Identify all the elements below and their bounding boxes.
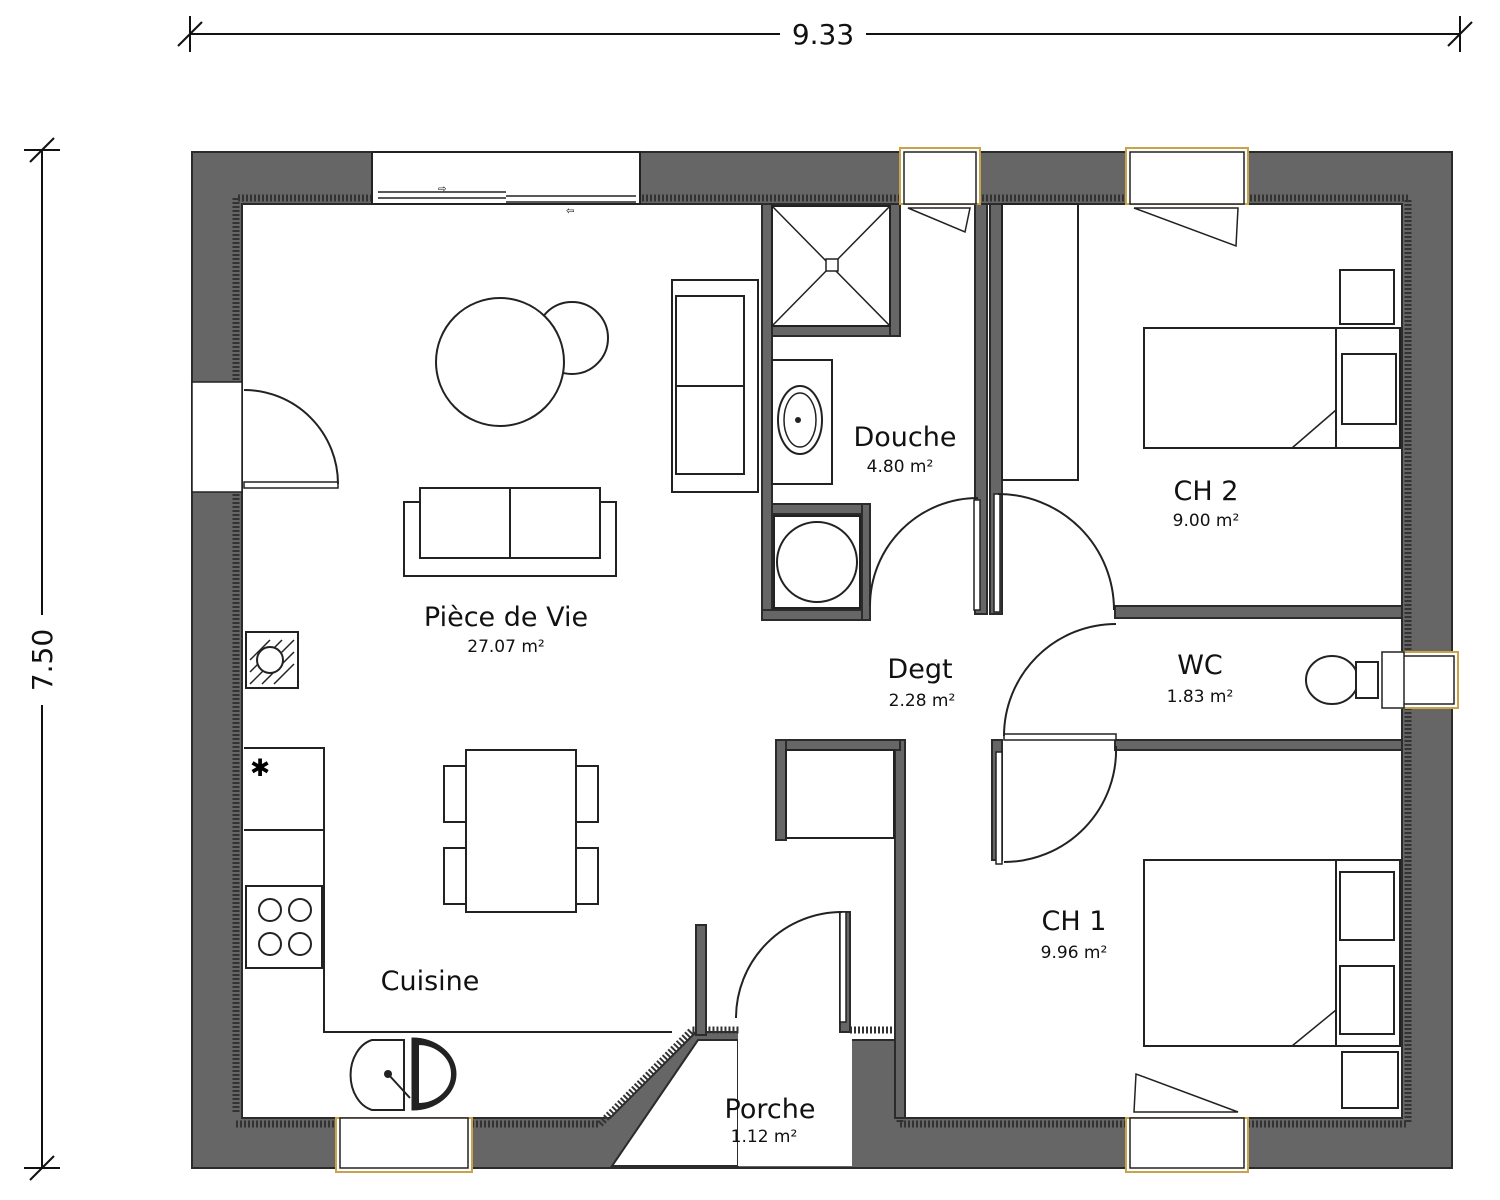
width-dimension: 9.33 <box>177 16 1473 52</box>
sofa-horizontal <box>403 487 617 577</box>
arrow-right-icon: ⇨ <box>438 184 446 195</box>
room-label-porche: Porche 1.12 m² <box>725 1094 816 1147</box>
sofa-vertical <box>671 279 759 493</box>
furniture: ✱ <box>244 205 1401 1111</box>
room-label-ch2: CH 2 9.00 m² <box>1173 476 1240 531</box>
round-table <box>435 297 565 427</box>
svg-text:Cuisine: Cuisine <box>381 966 480 997</box>
kitchen-sink <box>349 1037 457 1111</box>
svg-text:CH 2: CH 2 <box>1174 476 1239 507</box>
bed-ch2 <box>1143 269 1401 449</box>
svg-text:Pièce de Vie: Pièce de Vie <box>424 602 588 633</box>
svg-text:1.12 m²: 1.12 m² <box>731 1127 798 1147</box>
svg-text:4.80 m²: 4.80 m² <box>867 457 934 477</box>
svg-text:Degt: Degt <box>887 654 952 685</box>
svg-text:2.28 m²: 2.28 m² <box>889 691 956 711</box>
svg-text:Douche: Douche <box>854 422 957 453</box>
washbasin <box>771 359 833 485</box>
arrow-left-icon: ⇦ <box>566 206 574 217</box>
room-label-ch1: CH 1 9.96 m² <box>1041 906 1108 963</box>
svg-text:9.00 m²: 9.00 m² <box>1173 511 1240 531</box>
bed-ch1 <box>1143 859 1401 1109</box>
kitchen-counter: ✱ <box>244 747 672 1033</box>
svg-text:27.07 m²: 27.07 m² <box>467 637 544 657</box>
height-dimension: 7.50 <box>24 137 60 1181</box>
room-label-douche: Douche 4.80 m² <box>854 422 957 477</box>
svg-text:WC: WC <box>1177 650 1223 681</box>
dining-table <box>443 749 599 913</box>
svg-text:1.83 m²: 1.83 m² <box>1167 687 1234 707</box>
shower-tray <box>771 205 891 327</box>
width-dimension-label: 9.33 <box>792 18 854 51</box>
washing-machine <box>773 515 861 609</box>
svg-text:CH 1: CH 1 <box>1042 906 1107 937</box>
room-label-cuisine: Cuisine <box>381 966 480 997</box>
room-label-degt: Degt 2.28 m² <box>887 654 955 711</box>
svg-text:Porche: Porche <box>725 1094 816 1125</box>
cooktop <box>245 885 323 969</box>
height-dimension-label: 7.50 <box>26 629 59 691</box>
windows: ⇨ ⇦ <box>191 147 1459 1173</box>
room-labels: Pièce de Vie 27.07 m² Douche 4.80 m² CH … <box>381 422 1240 1147</box>
doors <box>735 493 1118 1023</box>
stove-hatched <box>245 631 299 689</box>
room-label-piece-de-vie: Pièce de Vie 27.07 m² <box>424 602 588 657</box>
toilet <box>1305 655 1379 705</box>
room-label-wc: WC 1.83 m² <box>1167 650 1234 707</box>
fridge-icon: ✱ <box>250 754 270 782</box>
svg-text:9.96 m²: 9.96 m² <box>1041 943 1108 963</box>
